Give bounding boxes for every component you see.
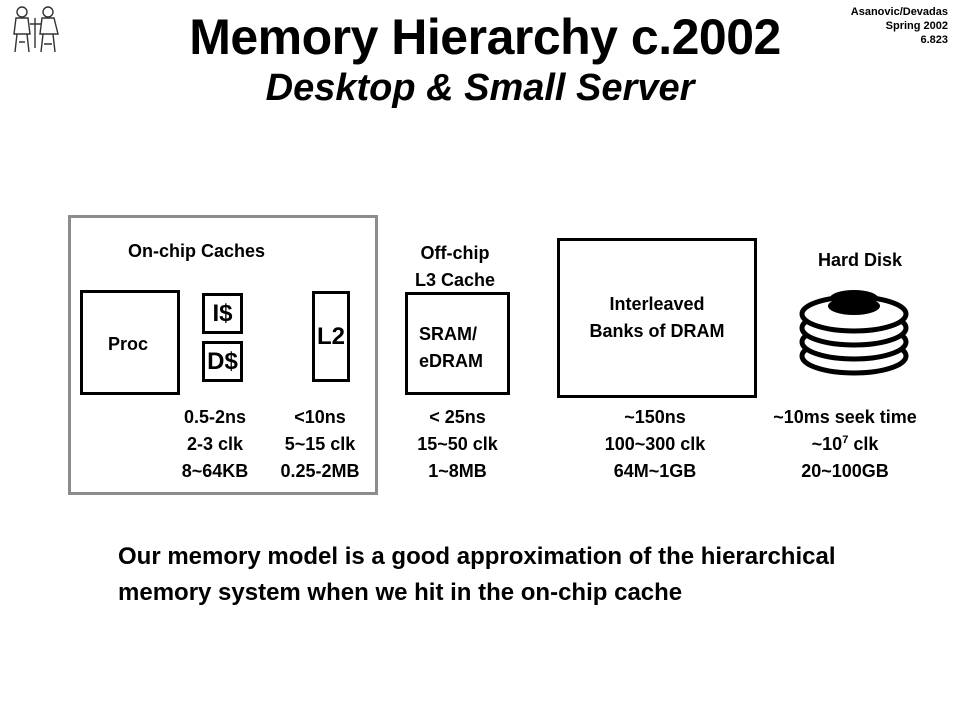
l3-stats: < 25ns 15~50 clk 1~8MB bbox=[385, 404, 530, 485]
l2-cache-box: L2 bbox=[312, 291, 350, 382]
dcache-label: D$ bbox=[207, 348, 238, 375]
l1-size: 8~64KB bbox=[181, 461, 249, 481]
credit-course: 6.823 bbox=[920, 34, 948, 46]
l1-stats: 0.5-2ns 2-3 clk 8~64KB bbox=[160, 404, 270, 485]
disk-clocks-unit: clk bbox=[848, 434, 879, 454]
mit-seal-logo bbox=[13, 6, 59, 53]
icache-box: I$ bbox=[202, 293, 243, 334]
disk-heading: Hard Disk bbox=[817, 250, 903, 270]
l2-stats: <10ns 5~15 clk 0.25-2MB bbox=[262, 404, 378, 485]
disk-size: 20~100GB bbox=[801, 461, 889, 481]
l1-clocks: 2-3 clk bbox=[186, 434, 244, 454]
dram-box-label: Interleaved Banks of DRAM bbox=[560, 291, 754, 345]
processor-box: Proc bbox=[80, 290, 180, 395]
dcache-box: D$ bbox=[202, 341, 243, 382]
l3-heading: Off-chip L3 Cache bbox=[390, 240, 520, 294]
dram-box-line1: Interleaved bbox=[609, 294, 705, 314]
l3-heading-line1: Off-chip bbox=[420, 243, 490, 263]
l3-box-line2: eDRAM bbox=[419, 351, 484, 371]
dram-size: 64M~1GB bbox=[613, 461, 697, 481]
dram-box: Interleaved Banks of DRAM bbox=[557, 238, 757, 398]
l3-latency: < 25ns bbox=[429, 407, 486, 427]
l3-cache-box: SRAM/ eDRAM bbox=[405, 292, 510, 395]
dram-stats: ~150ns 100~300 clk 64M~1GB bbox=[575, 404, 735, 485]
l2-clocks: 5~15 clk bbox=[284, 434, 356, 454]
disk-stats: ~10ms seek time ~107 clk 20~100GB bbox=[745, 404, 945, 485]
l3-box-line1: SRAM/ bbox=[419, 324, 477, 344]
dram-clocks: 100~300 clk bbox=[604, 434, 706, 454]
dram-latency: ~150ns bbox=[624, 407, 686, 427]
l3-heading-line2: L3 Cache bbox=[414, 270, 496, 290]
l3-size: 1~8MB bbox=[428, 461, 487, 481]
l2-latency: <10ns bbox=[294, 407, 346, 427]
onchip-heading: On-chip Caches bbox=[128, 241, 266, 261]
course-credit: Asanovic/Devadas Spring 2002 6.823 bbox=[851, 5, 948, 47]
credit-term: Spring 2002 bbox=[885, 20, 948, 32]
onchip-container bbox=[68, 215, 378, 495]
l2-label: L2 bbox=[316, 323, 345, 350]
processor-label: Proc bbox=[108, 334, 149, 354]
disk-seek-time: ~10ms seek time bbox=[773, 407, 917, 427]
credit-authors: Asanovic/Devadas bbox=[850, 6, 948, 18]
disk-clocks-base: ~10 bbox=[811, 434, 843, 454]
disk-clocks: ~107 clk bbox=[745, 431, 945, 458]
slide-title: Memory Hierarchy c.2002 bbox=[189, 9, 781, 65]
l3-clocks: 15~50 clk bbox=[417, 434, 498, 454]
hard-disk-icon bbox=[799, 290, 909, 376]
dram-box-line2: Banks of DRAM bbox=[589, 321, 725, 341]
l3-box-label: SRAM/ eDRAM bbox=[419, 321, 483, 375]
l2-size: 0.25-2MB bbox=[280, 461, 360, 481]
summary-note: Our memory model is a good approximation… bbox=[118, 543, 836, 606]
slide-subtitle: Desktop & Small Server bbox=[265, 67, 695, 109]
disk-clocks-exponent: 7 bbox=[842, 434, 849, 446]
l1-latency: 0.5-2ns bbox=[183, 407, 247, 427]
icache-label: I$ bbox=[212, 300, 233, 327]
